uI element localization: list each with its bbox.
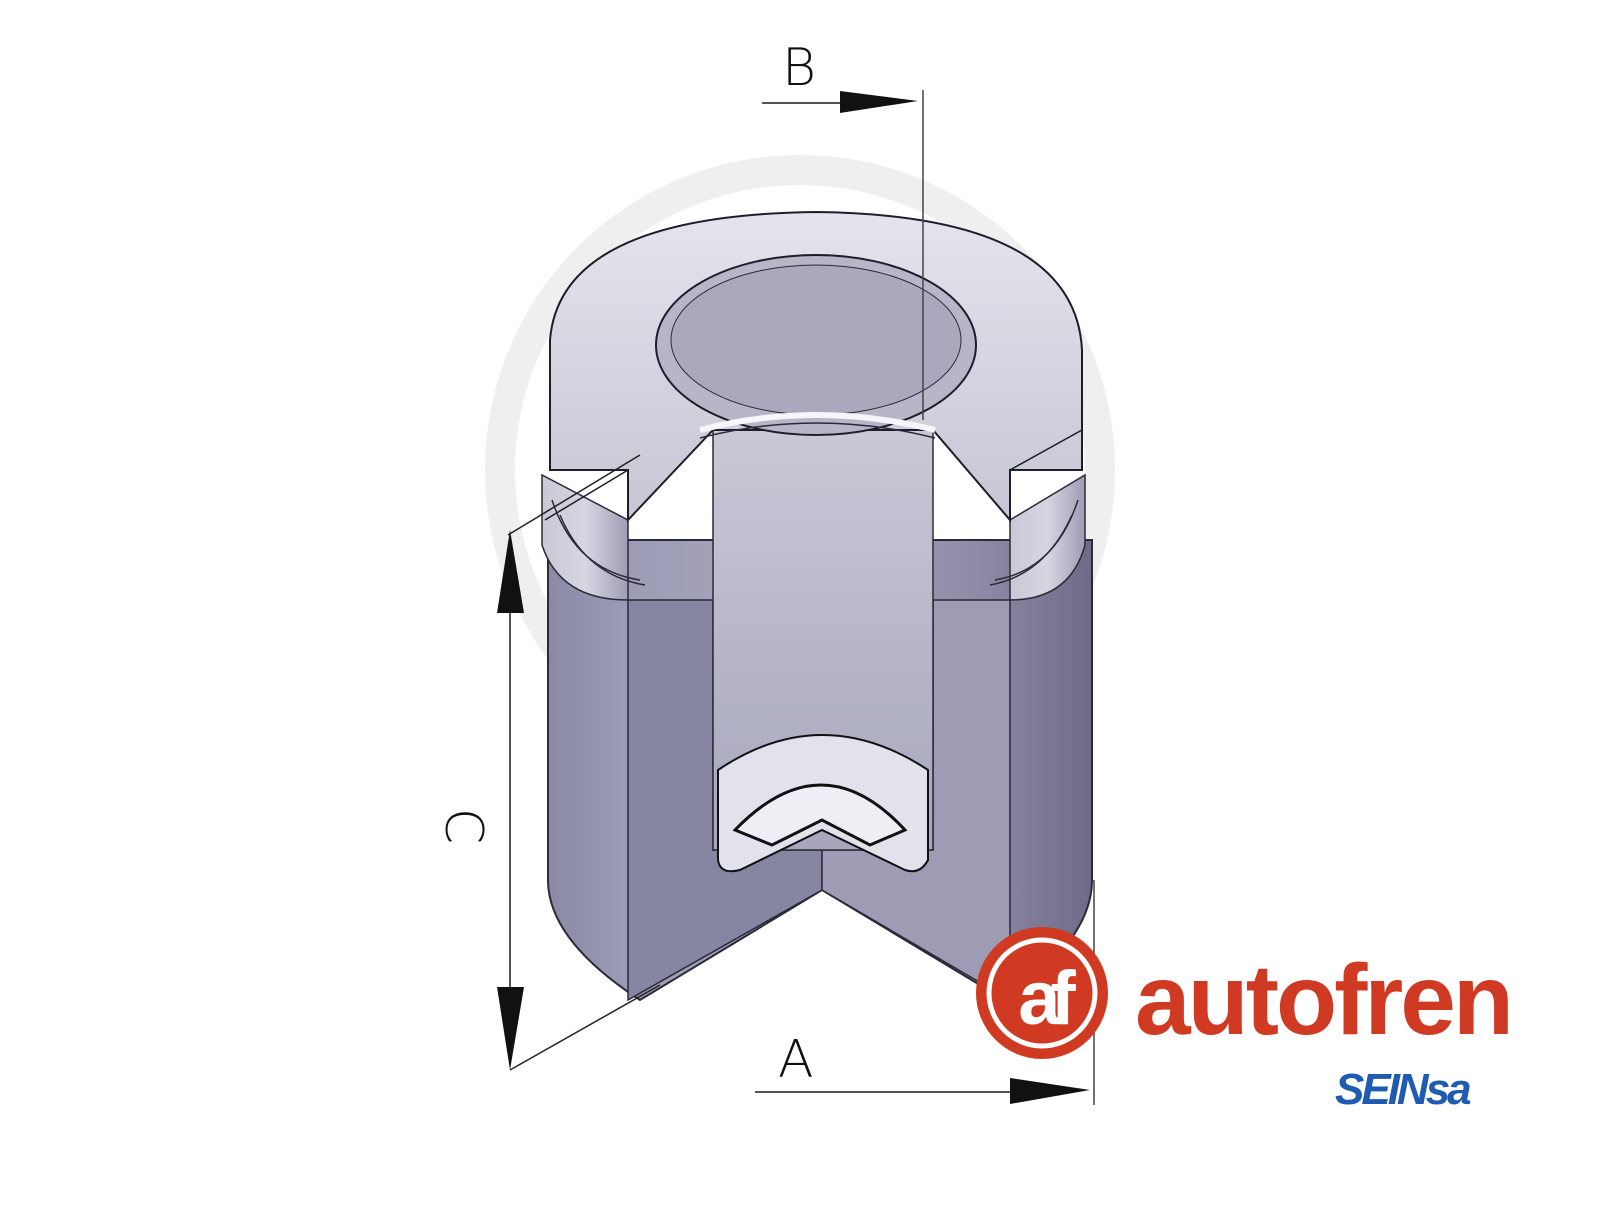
- piston-groove: [541, 473, 1086, 601]
- dimension-c-label: C: [433, 807, 494, 845]
- dimension-c: [497, 454, 661, 1071]
- autofren-logo-icon: af: [976, 927, 1108, 1059]
- piston-body: [547, 429, 1093, 1002]
- brand-name: autofren: [1135, 944, 1514, 1056]
- sub-brand-name: SEINsa: [1335, 1065, 1472, 1114]
- dimension-b: [762, 90, 924, 420]
- dimension-a-label: A: [778, 1030, 814, 1090]
- dimension-b-label: B: [782, 38, 817, 98]
- piston-top: [544, 210, 1083, 523]
